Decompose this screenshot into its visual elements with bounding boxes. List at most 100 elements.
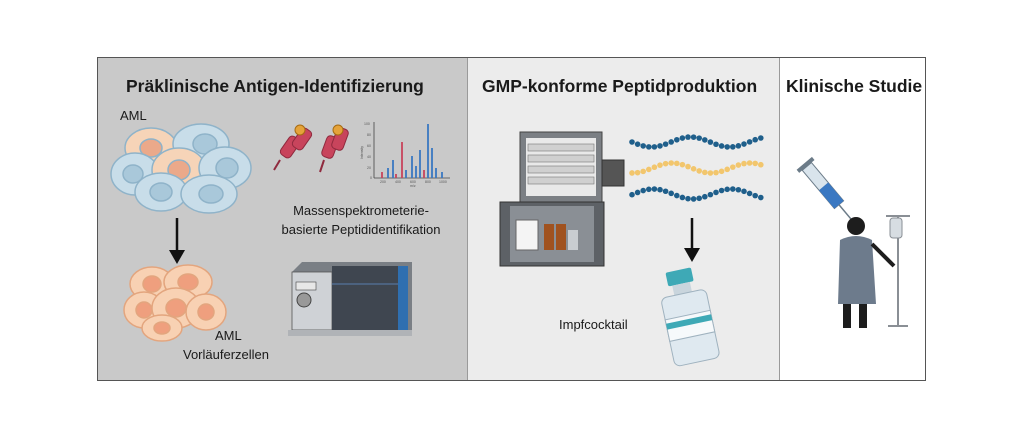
- peptide-bead: [640, 187, 646, 194]
- peptide-bead: [668, 190, 674, 197]
- syringe-icon: [796, 156, 853, 221]
- peptide-bead: [679, 135, 686, 141]
- peptide-bead: [713, 141, 719, 148]
- peptide-bead: [741, 160, 747, 167]
- peptide-bead: [702, 169, 708, 176]
- peptide-bead: [634, 141, 641, 147]
- mhc-molecule-icon: [273, 124, 349, 173]
- peptide-bead: [690, 196, 697, 202]
- peptide-bead: [758, 194, 764, 201]
- panel-title-gmp: GMP-konforme Peptidproduktion: [482, 76, 758, 96]
- peptide-bead: [752, 160, 758, 167]
- peptide-bead: [735, 186, 742, 193]
- label-aml-precursor-1: AML: [215, 328, 242, 343]
- label-ms-2: basierte Peptididentifikation: [281, 222, 441, 237]
- peptide-bead: [629, 139, 635, 145]
- peptide-bead: [758, 135, 764, 141]
- peptide-bead: [690, 166, 697, 172]
- peptide-bead: [662, 160, 669, 167]
- peptide-bead: [634, 169, 641, 176]
- peptide-bead: [685, 134, 691, 140]
- peptide-bead: [640, 143, 646, 149]
- label-vaccine: Impfcocktail: [559, 317, 628, 332]
- peptide-bead: [646, 144, 652, 150]
- peptide-bead: [646, 186, 652, 193]
- peptide-bead: [718, 168, 725, 175]
- peptide-bead: [718, 187, 725, 194]
- spectrum-ytick: 0: [370, 176, 372, 180]
- peptide-bead: [696, 135, 702, 141]
- peptide-bead: [668, 139, 674, 145]
- peptide-bead: [662, 188, 669, 195]
- peptide-bead: [735, 162, 742, 168]
- peptide-bead: [735, 143, 742, 149]
- panel-title-clinical: Klinische Studie: [786, 76, 923, 96]
- peptide-bead: [713, 189, 719, 196]
- peptide-bead: [730, 144, 736, 150]
- peptide-bead: [679, 194, 686, 201]
- panel-preclinical: Präklinische Antigen-Identifizierung AML: [98, 58, 467, 380]
- panel-title-preclinical: Präklinische Antigen-Identifizierung: [126, 76, 424, 96]
- mass-spectrometer-icon: [288, 262, 412, 336]
- panel-clinical-study: Klinische Studie: [779, 58, 925, 380]
- spectrum-xtick: 200: [380, 180, 386, 184]
- spectrum-xtick: 1000: [439, 180, 447, 184]
- peptide-bead: [741, 188, 747, 195]
- spectrum-xlabel: m/z: [410, 184, 416, 188]
- peptide-bead: [662, 141, 669, 147]
- peptide-bead: [724, 186, 730, 193]
- spectrum-xtick: 400: [395, 180, 401, 184]
- spectrum-ytick: 40: [367, 155, 371, 159]
- peptide-bead: [707, 139, 714, 145]
- peptide-bead: [651, 144, 658, 150]
- peptide-bead: [668, 160, 674, 166]
- panel-gmp-production: GMP-konforme Peptidproduktion: [467, 58, 780, 380]
- peptide-bead: [646, 166, 652, 173]
- vaccine-vial-icon: [661, 267, 720, 367]
- peptide-bead: [657, 143, 663, 149]
- peptide-bead: [752, 192, 758, 199]
- spectrum-xtick: 800: [425, 180, 431, 184]
- spectrum-ytick: 80: [367, 133, 371, 137]
- peptide-bead: [746, 190, 753, 197]
- spectrum-xtick: 600: [410, 180, 416, 184]
- peptide-bead: [707, 191, 714, 198]
- peptide-bead: [707, 170, 714, 176]
- peptide-bead: [696, 168, 702, 174]
- peptide-bead: [741, 141, 747, 147]
- peptide-bead: [674, 136, 680, 143]
- label-aml: AML: [120, 108, 147, 123]
- aml-cell-cluster: [110, 123, 252, 214]
- peptide-bead: [746, 160, 753, 166]
- peptide-bead: [690, 134, 697, 140]
- arrow-down-icon: [684, 218, 700, 262]
- peptide-bead: [651, 164, 658, 171]
- peptide-bead: [657, 186, 663, 193]
- peptide-bead: [657, 162, 663, 168]
- peptide-bead: [629, 191, 635, 198]
- peptide-bead: [713, 169, 719, 176]
- mass-spectrum-chart: 100 80 60 40 20 0 200 400 600 800 1000 m…: [360, 122, 450, 188]
- peptide-bead: [640, 168, 646, 175]
- spectrum-ylabel: Intensity: [360, 146, 364, 159]
- spectrum-ytick: 100: [364, 122, 370, 126]
- spectrum-ytick: 60: [367, 144, 371, 148]
- peptide-bead: [718, 143, 725, 149]
- peptide-bead: [752, 136, 758, 143]
- peptide-bead: [674, 160, 680, 167]
- patient-iv-icon: [838, 215, 910, 328]
- label-ms-1: Massenspektrometerie-: [293, 203, 429, 218]
- peptide-bead: [634, 189, 641, 196]
- peptide-bead: [746, 139, 753, 145]
- peptide-bead: [696, 195, 702, 202]
- peptide-bead: [685, 195, 691, 202]
- spectrum-ytick: 20: [367, 166, 371, 170]
- figure-frame: Präklinische Antigen-Identifizierung AML: [97, 57, 926, 381]
- peptide-bead: [730, 164, 736, 170]
- peptide-chains-icon: [629, 134, 764, 202]
- peptide-bead: [629, 170, 635, 176]
- peptide-bead: [730, 186, 736, 192]
- peptide-bead: [724, 144, 730, 150]
- peptide-bead: [758, 161, 764, 168]
- arrow-down-icon: [169, 218, 185, 264]
